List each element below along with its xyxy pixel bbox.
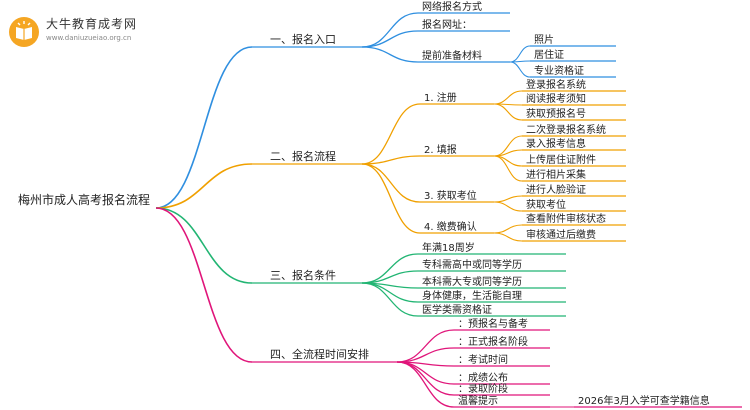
child-label-1-1: 2. 填报: [424, 143, 457, 156]
leaf-connector-0-2-2: [509, 61, 531, 78]
leaf-label-1-1-2: 上传居住证附件: [526, 153, 596, 166]
leaf-connector-1-2-0: [493, 195, 523, 203]
branch-label-2: 三、报名条件: [270, 268, 336, 282]
child-connector-1-0: [361, 103, 421, 165]
brand-name: 大牛教育成考网: [46, 17, 138, 31]
leaf-label-0-2-1: 居住证: [534, 48, 564, 61]
child-label-2-1: 专科需高中或同等学历: [422, 258, 522, 271]
leaf-label-1-0-1: 阅读报考须知: [526, 92, 586, 105]
branch-connector-2: [155, 207, 253, 284]
leaf-label-1-1-1: 录入报考信息: [526, 137, 586, 150]
leaf-connector-1-0-2: [493, 103, 523, 121]
child-label-1-2: 3. 获取考位: [424, 189, 477, 202]
child-label-0-1: 报名网址：: [422, 18, 472, 31]
leaf-label-1-3-0: 查看附件审核状态: [526, 212, 606, 225]
leaf-label-1-3-1: 审核通过后缴费: [526, 228, 596, 241]
child-connector-3-5: [396, 361, 455, 408]
child-label-2-2: 本科需大专或同等学历: [422, 275, 522, 288]
branch-label-3: 四、全流程时间安排: [270, 347, 369, 361]
child-label-3-2: ：考试时间: [458, 353, 508, 366]
brand-logo: 大牛教育成考网 www.daniuzueiao.org.cn: [8, 12, 158, 52]
leaf-connector-1-3-1: [493, 232, 523, 242]
leaf-label-1-0-2: 获取预报名号: [526, 107, 586, 120]
child-connector-0-2: [361, 46, 419, 63]
child-label-2-4: 医学类需资格证: [422, 303, 492, 316]
leaf-connector-1-1-3: [493, 155, 523, 182]
child-connector-3-0: [396, 329, 455, 363]
child-label-0-0: 网络报名方式: [422, 0, 482, 13]
child-label-3-4: ：录取阶段: [458, 382, 508, 395]
branch-connector-0: [155, 46, 253, 209]
leaf-connector-1-2-1: [493, 201, 523, 212]
leaf-label-1-1-0: 二次登录报名系统: [526, 123, 606, 136]
child-connector-0-1: [361, 30, 419, 48]
child-label-2-0: 年满18周岁: [422, 241, 475, 254]
leaf-label-1-1-3: 进行相片采集: [526, 168, 586, 181]
branch-label-0: 一、报名入口: [270, 32, 336, 46]
leaf-connector-1-0-0: [493, 90, 523, 105]
child-label-1-0: 1. 注册: [424, 91, 457, 104]
leaf-label-1-2-0: 进行人脸验证: [526, 183, 586, 196]
child-connector-3-4: [396, 361, 455, 396]
child-connector-1-2: [361, 163, 421, 203]
child-connector-3-1: [396, 347, 455, 363]
child-connector-1-3: [361, 163, 421, 234]
child-label-2-3: 身体健康，生活能自理: [422, 289, 522, 302]
leaf-label-3-5-0: 2026年3月入学可查学籍信息: [578, 394, 710, 407]
child-connector-2-1: [361, 270, 419, 284]
root-node-label: 梅州市成人高考报名流程: [18, 192, 150, 207]
child-connector-0-0: [361, 12, 419, 48]
child-label-0-2: 提前准备材料: [422, 49, 482, 62]
leaf-label-1-0-0: 登录报名系统: [526, 78, 586, 91]
child-connector-2-0: [361, 253, 419, 284]
leaf-connector-0-2-0: [509, 45, 531, 63]
branch-label-1: 二、报名流程: [270, 149, 336, 163]
leaf-connector-1-3-0: [493, 224, 523, 234]
branch-connector-1: [155, 163, 253, 209]
child-label-3-0: ：预报名与备考: [458, 317, 528, 330]
branch-connector-3: [155, 207, 253, 363]
child-label-3-3: ：成绩公布: [458, 371, 508, 384]
child-label-3-1: ：正式报名阶段: [458, 335, 528, 348]
leaf-label-1-2-1: 获取考位: [526, 198, 566, 211]
leaf-label-0-2-0: 照片: [534, 33, 554, 46]
book-logo-icon: [9, 17, 39, 47]
child-connector-1-1: [361, 155, 421, 165]
brand-url: www.daniuzueiao.org.cn: [46, 34, 132, 42]
child-label-1-3: 4. 缴费确认: [424, 220, 477, 233]
child-label-3-5: 温馨提示: [458, 394, 498, 407]
leaf-connector-1-1-2: [493, 155, 523, 167]
child-connector-2-4: [361, 282, 419, 317]
leaf-label-0-2-2: 专业资格证: [534, 64, 584, 77]
